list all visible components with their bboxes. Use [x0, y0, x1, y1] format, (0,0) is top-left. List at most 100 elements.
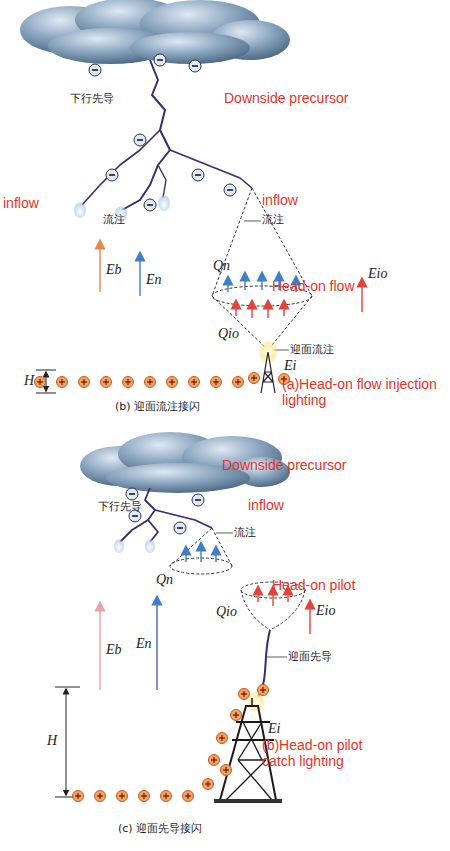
positive-charge-part — [139, 791, 150, 802]
negative-charge-part — [126, 488, 138, 500]
height-dimension — [55, 687, 80, 797]
field-arrow — [100, 546, 310, 690]
positive-charge-part — [189, 377, 200, 388]
symbol-label: H — [47, 733, 57, 749]
downward-leader-part — [158, 165, 166, 198]
storm-cloud-part — [130, 32, 250, 64]
field-arrow-part — [257, 590, 258, 602]
symbol-label: Qio — [218, 326, 239, 342]
streamer-tip-part — [145, 539, 155, 553]
transmission-tower-part — [214, 799, 282, 803]
negative-charge-part — [189, 60, 201, 72]
positive-charge-part — [249, 373, 260, 384]
field-arrow-part — [235, 304, 236, 316]
symbol-label: Eio — [316, 603, 335, 619]
symbol-label: Eb — [106, 262, 122, 278]
head-on-leader-part — [256, 630, 270, 700]
field-arrow-part — [99, 606, 100, 690]
chinese-label: 流注 — [262, 214, 284, 227]
negative-charge-part — [89, 64, 101, 76]
leader-line — [216, 533, 287, 657]
annotation-text: Head-on pilot — [272, 577, 355, 593]
positive-charge-part — [167, 377, 178, 388]
negative-charge-part — [154, 54, 166, 66]
chinese-label: (c) 迎面先导接闪 — [118, 823, 202, 836]
leader-line-part — [244, 221, 261, 222]
streamer-cone — [170, 528, 232, 574]
symbol-label: En — [136, 636, 152, 652]
negative-charge-part — [174, 522, 186, 534]
field-arrow-part — [185, 550, 186, 562]
annotation-text: inflow — [262, 192, 298, 208]
transmission-tower-part — [251, 698, 253, 706]
positive-charge-part — [79, 377, 90, 388]
streamer-tip — [114, 539, 155, 553]
field-arrow-part — [251, 304, 252, 318]
chinese-label: 流注 — [234, 527, 256, 540]
positive-charge-part — [101, 377, 112, 388]
height-dimension-part — [36, 393, 56, 394]
streamer-tip-part — [114, 539, 124, 553]
field-arrow-part — [361, 282, 362, 312]
downward-leader-part — [82, 130, 160, 205]
field-arrow-part — [227, 280, 228, 292]
chinese-label: 下行先导 — [70, 93, 114, 106]
negative-charge-part — [106, 169, 118, 181]
symbol-label: Eb — [106, 642, 122, 658]
annotation-text: Downside precursor — [224, 90, 349, 106]
field-arrow-part — [156, 600, 157, 690]
field-arrow-part — [283, 304, 284, 316]
positive-charge-part — [203, 779, 214, 790]
small-tower — [258, 340, 278, 393]
positive-charge-part — [57, 377, 68, 388]
symbol-label: Eio — [368, 266, 387, 282]
head-on-leader — [247, 630, 270, 713]
field-arrow-part — [139, 256, 140, 296]
downward-leader-part — [145, 488, 158, 542]
height-dimension-part — [36, 370, 56, 371]
head-on-leader-cone-part — [241, 590, 305, 630]
negative-charge-part — [144, 199, 156, 211]
downward-leader-part — [122, 60, 170, 210]
positive-charge-part — [35, 377, 46, 388]
field-arrow-part — [267, 304, 268, 318]
downward-leader — [82, 60, 252, 210]
positive-charge-part — [73, 791, 84, 802]
positive-charge — [73, 685, 269, 802]
positive-charge-part — [233, 377, 244, 388]
field-arrow-part — [200, 546, 201, 562]
positive-charge-part — [95, 791, 106, 802]
chinese-label: 迎面流注 — [290, 344, 334, 357]
streamer-cone-part — [212, 296, 312, 350]
downward-leader-part — [170, 150, 252, 188]
height-dimension-part — [55, 687, 80, 688]
symbol-label: H — [24, 373, 34, 389]
symbol-label: Qn — [156, 572, 173, 588]
positive-charge — [35, 373, 290, 388]
positive-charge-part — [258, 685, 269, 696]
annotation-text: inflow — [3, 195, 39, 211]
positive-charge-part — [221, 765, 232, 776]
negative-charge-part — [134, 134, 146, 146]
height-dimension-part — [66, 691, 67, 793]
annotation-text: (a)Head-on flow injection lighting — [282, 376, 448, 408]
small-tower-part — [261, 352, 275, 393]
storm-cloud — [20, 0, 290, 64]
positive-charge-part — [183, 791, 194, 802]
positive-charge-part — [117, 791, 128, 802]
positive-charge-part — [209, 755, 220, 766]
downward-leader — [120, 488, 212, 542]
chinese-label: 下行先导 — [98, 501, 142, 514]
positive-charge-part — [239, 689, 250, 700]
annotation-text: (b)Head-on pilot catch lighting — [262, 737, 392, 769]
symbol-label: Qn — [213, 258, 230, 274]
leader-line-part — [267, 657, 287, 658]
streamer-tip-part — [74, 202, 86, 218]
annotation-text: inflow — [248, 497, 284, 513]
field-arrow-part — [215, 550, 216, 562]
negative-charge-part — [224, 184, 236, 196]
symbol-label: Ei — [268, 721, 280, 737]
chinese-label: (b) 迎面流注接闪 — [115, 401, 200, 414]
